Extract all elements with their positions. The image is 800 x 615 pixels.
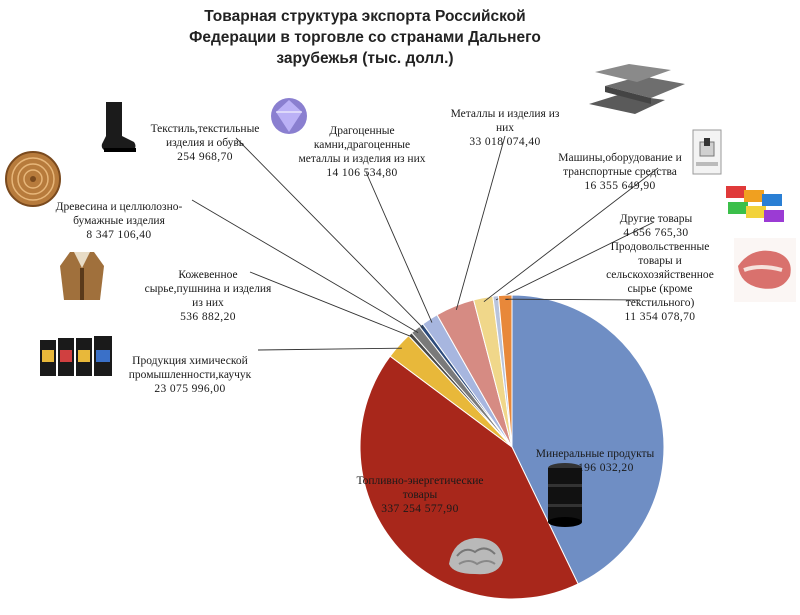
leader-line	[505, 298, 641, 301]
label-machines-value: 16 355 649,90	[584, 180, 656, 192]
label-fuel-name: Топливно-энергетические товары	[356, 475, 484, 501]
gem-icon	[271, 98, 307, 134]
label-mineral-name: Минеральные продукты	[535, 448, 655, 460]
label-machines-name: Машины,оборудование и транспортные средс…	[558, 152, 682, 178]
fur-coat-icon	[60, 252, 104, 300]
label-precious: Драгоценные камни,драгоценные металлы и …	[288, 110, 436, 194]
label-metals-value: 33 018 074,40	[469, 136, 541, 148]
label-fuel: Топливно-энергетические товары 337 254 5…	[350, 460, 490, 530]
label-machines: Машины,оборудование и транспортные средс…	[548, 137, 692, 207]
label-food-name: Продовольственные товары и сельскохозяйс…	[606, 241, 714, 309]
label-wood-value: 8 347 106,40	[86, 229, 152, 241]
label-leather-value: 536 882,20	[180, 311, 236, 323]
leader-line	[495, 221, 655, 301]
colored-fabrics-icon	[726, 186, 784, 222]
label-food: Продовольственные товары и сельскохозяйс…	[596, 226, 724, 338]
label-food-value: 11 354 078,70	[624, 311, 696, 323]
wood-log-icon	[5, 151, 61, 207]
label-wood: Древесина и целлюлозно- бумажные изделия…	[44, 186, 194, 256]
leader-line	[365, 171, 433, 323]
chart-title: Товарная структура экспорта Российской Ф…	[189, 8, 541, 67]
metal-ingots-icon	[589, 64, 685, 114]
circuit-breaker-icon	[692, 129, 722, 175]
label-metals: Металлы и изделия из них 33 018 074,40	[440, 93, 570, 163]
label-mineral-value: 341 196 032,20	[556, 462, 634, 474]
leader-line	[455, 135, 506, 310]
label-precious-value: 14 106 534,80	[326, 167, 398, 179]
label-textile: Текстиль,текстильные изделия и обувь 254…	[140, 108, 270, 178]
label-chemical-value: 23 075 996,00	[154, 383, 226, 395]
leader-line	[249, 271, 413, 338]
leader-line	[191, 199, 419, 334]
label-other-value: 4 656 765,30	[623, 227, 689, 239]
label-fuel-value: 337 254 577,90	[381, 503, 459, 515]
label-metals-name: Металлы и изделия из них	[450, 108, 560, 134]
label-mineral: Минеральные продукты 341 196 032,20	[520, 433, 670, 489]
leader-line	[483, 167, 659, 303]
label-textile-value: 254 968,70	[177, 151, 233, 163]
label-leather-name: Кожевенное сырье,пушнина и изделия из ни…	[144, 269, 272, 309]
meat-icon	[734, 238, 796, 302]
pie-slice	[359, 355, 579, 600]
label-chemical: Продукция химической промышленности,кауч…	[122, 340, 258, 410]
leader-line	[257, 347, 402, 351]
leader-line	[235, 137, 424, 329]
metal-scrap-icon	[449, 538, 503, 575]
chemical-bottles-icon	[40, 336, 112, 376]
label-other: Другие товары 4 656 765,30	[596, 198, 716, 254]
label-precious-name: Драгоценные камни,драгоценные металлы и …	[298, 125, 426, 165]
label-other-name: Другие товары	[619, 213, 693, 225]
boot-icon	[101, 102, 136, 152]
pie-slice	[497, 294, 513, 448]
label-leather: Кожевенное сырье,пушнина и изделия из ни…	[140, 254, 276, 338]
label-textile-name: Текстиль,текстильные изделия и обувь	[150, 123, 260, 149]
oil-barrel-icon	[548, 463, 582, 527]
label-wood-name: Древесина и целлюлозно- бумажные изделия	[55, 201, 183, 227]
label-chemical-name: Продукция химической промышленности,кауч…	[128, 355, 252, 381]
